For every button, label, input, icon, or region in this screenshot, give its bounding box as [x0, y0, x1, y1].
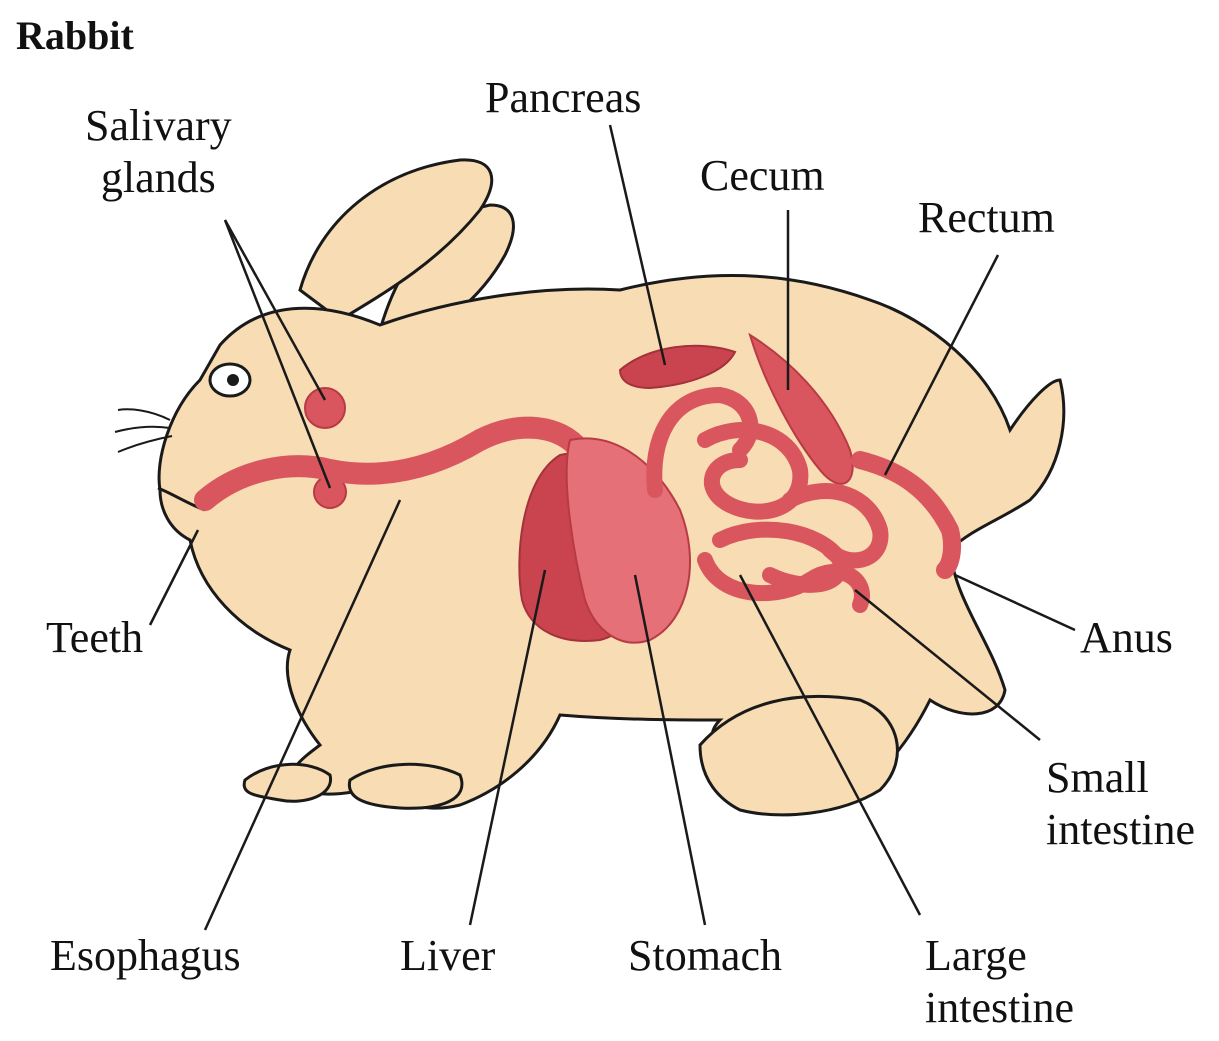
label-large-line1: Large: [925, 930, 1074, 982]
diagram-title: Rabbit: [16, 12, 134, 59]
label-salivary-line2: glands: [85, 152, 232, 204]
label-salivary-line1: Salivary: [85, 100, 232, 152]
label-liver: Liver: [400, 930, 495, 982]
label-pancreas: Pancreas: [485, 72, 641, 124]
label-large-line2: intestine: [925, 982, 1074, 1034]
rabbit-pupil: [227, 374, 239, 386]
label-cecum: Cecum: [700, 150, 825, 202]
label-salivary-glands: Salivary glands: [85, 100, 232, 204]
label-rectum: Rectum: [918, 192, 1055, 244]
leader-teeth: [150, 530, 198, 625]
label-anus: Anus: [1080, 612, 1173, 664]
label-esophagus: Esophagus: [50, 930, 241, 982]
label-stomach: Stomach: [628, 930, 782, 982]
rabbit-front-paw: [349, 764, 462, 808]
label-small-line2: intestine: [1046, 804, 1195, 856]
label-large-intestine: Large intestine: [925, 930, 1074, 1034]
label-small-intestine: Small intestine: [1046, 752, 1195, 856]
label-small-line1: Small: [1046, 752, 1195, 804]
label-teeth: Teeth: [46, 612, 143, 664]
rabbit-rear-front-paw: [244, 764, 330, 801]
salivary-gland-upper: [305, 388, 345, 428]
